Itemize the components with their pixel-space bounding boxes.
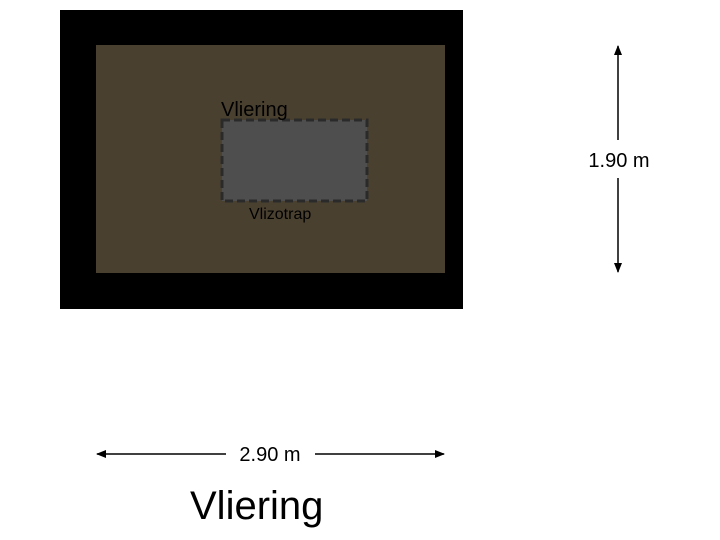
room-label: Vliering — [221, 99, 288, 121]
hatch-label: Vlizotrap — [249, 206, 311, 223]
width-dimension: 2.90 m — [96, 444, 445, 466]
height-dimension: 1.90 m — [588, 45, 650, 273]
height-dimension-label: 1.90 m — [588, 150, 649, 172]
plan-title: Vliering — [190, 484, 324, 528]
width-dimension-label: 2.90 m — [239, 444, 300, 466]
loft-hatch — [220, 118, 369, 203]
